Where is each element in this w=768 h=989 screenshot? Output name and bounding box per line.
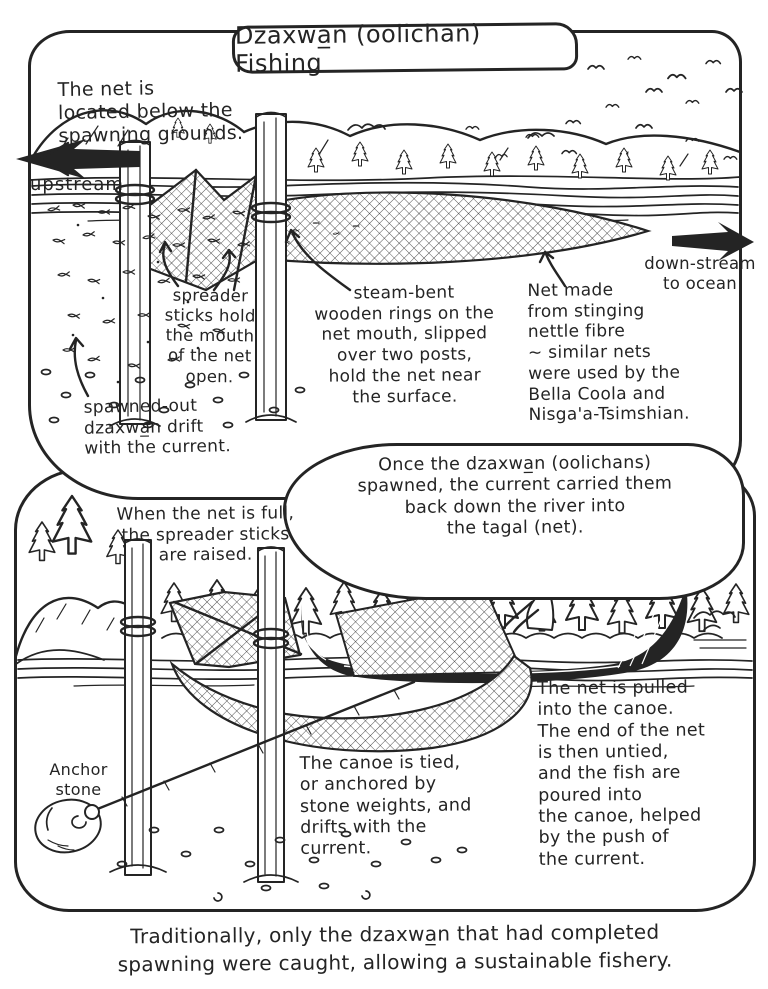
note-net-material: Net made from stinging nettle fibre ~ si…	[527, 280, 690, 426]
note-net-location: The net is located below the spawning gr…	[57, 77, 244, 148]
speech-bubble	[283, 443, 745, 600]
note-canoe: The canoe is tied, or anchored by stone …	[299, 752, 472, 860]
anchor-rope	[88, 680, 416, 814]
riverbed-gravel	[40, 368, 306, 429]
page-title: Dzaxwa̲n (oolichan) Fishing	[231, 19, 579, 78]
bush	[693, 610, 736, 631]
bubble-text: Once the dzaxwa̲n (oolichans) spawned, t…	[357, 452, 673, 539]
post-left	[109, 538, 167, 876]
label-upstream: upstream	[30, 174, 124, 195]
downstream-arrow-icon	[672, 222, 754, 261]
upstream-arrow-icon	[16, 139, 140, 179]
footer-caption: Traditionally, only the dzaxwa̲n that ha…	[117, 919, 673, 977]
note-spreader-sticks: spreader sticks hold the mouth of the ne…	[164, 285, 256, 386]
label-anchor-stone: Anchor stone	[49, 760, 108, 799]
anchor-stone	[34, 798, 102, 854]
net-mouth	[144, 168, 263, 292]
upper-scene-illustration	[16, 55, 754, 429]
riverbed-pebbles	[116, 826, 468, 902]
post-right	[243, 546, 299, 883]
net-cone	[262, 191, 652, 265]
note-net-pulled: The net is pulled into the canoe. The en…	[537, 677, 706, 870]
post-right	[245, 111, 297, 423]
fish-school	[47, 202, 251, 384]
note-wooden-rings: steam-bent wooden rings on the net mouth…	[314, 282, 495, 408]
page-title-text: Dzaxwa̲n (oolichan) Fishing	[234, 19, 481, 78]
spreader-sticks	[184, 168, 258, 292]
label-downstream: down-stream to ocean	[644, 254, 756, 294]
post-left	[109, 139, 161, 427]
note-net-full: When the net is full, the spreader stick…	[116, 503, 295, 566]
pointer-arrows	[68, 228, 567, 398]
note-spawned-out: spawned-out dzaxwa̲n drift with the curr…	[83, 395, 232, 460]
